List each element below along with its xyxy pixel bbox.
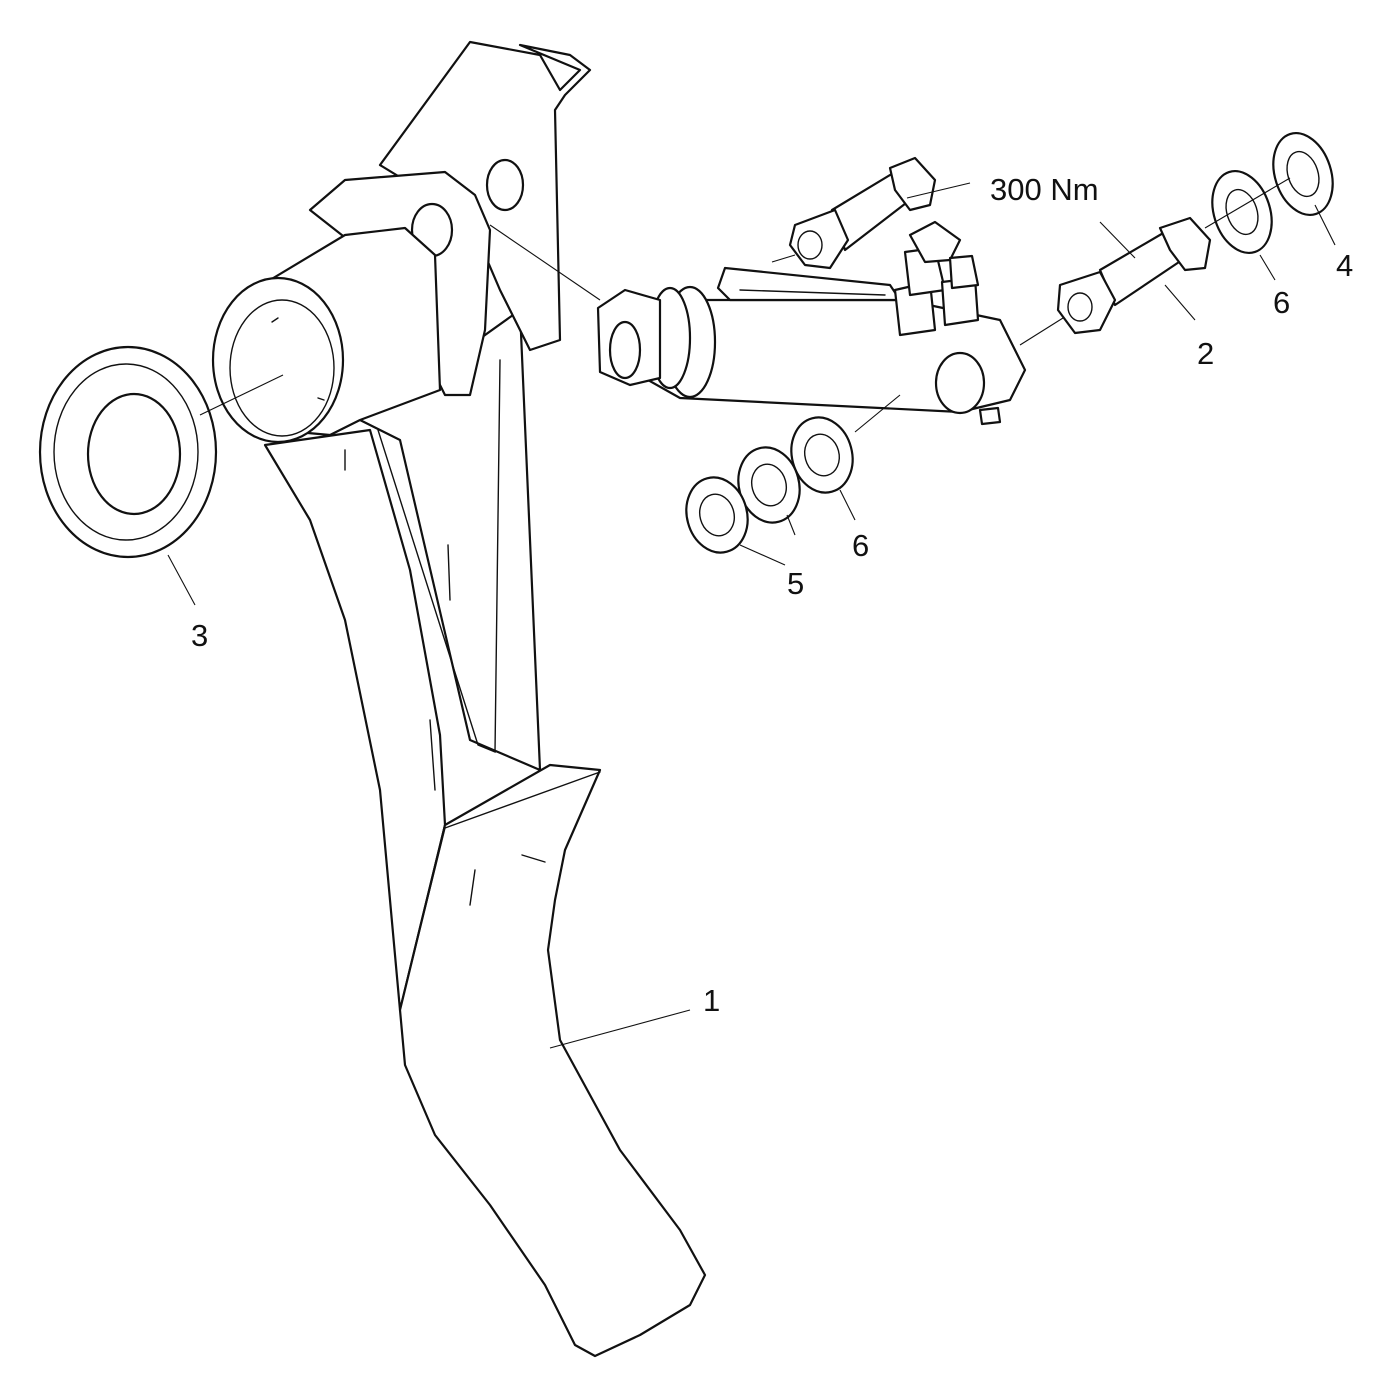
- bushing: [38, 345, 218, 559]
- torque-bolt: [788, 156, 937, 270]
- callout-shim-small: 5: [787, 566, 805, 601]
- washer-lower: [790, 416, 854, 494]
- callout-bushing: 3: [191, 618, 209, 653]
- callout-bolt: 2: [1197, 336, 1215, 371]
- pedal-arm: [211, 40, 707, 1358]
- shim-small: [685, 476, 749, 554]
- hydraulic-cylinder: [596, 220, 1027, 426]
- callout-washer-right: 4: [1336, 248, 1354, 283]
- callout-pedal: 1: [703, 983, 721, 1018]
- callout-washer-mid: 6: [1273, 285, 1291, 320]
- washer-mid: [1211, 170, 1273, 254]
- bolt: [1056, 216, 1212, 335]
- washer-right: [1272, 132, 1334, 216]
- callout-washer-lower: 6: [852, 528, 870, 563]
- callout-torque: 300 Nm: [990, 172, 1099, 207]
- leader-lines: [167, 177, 1336, 1049]
